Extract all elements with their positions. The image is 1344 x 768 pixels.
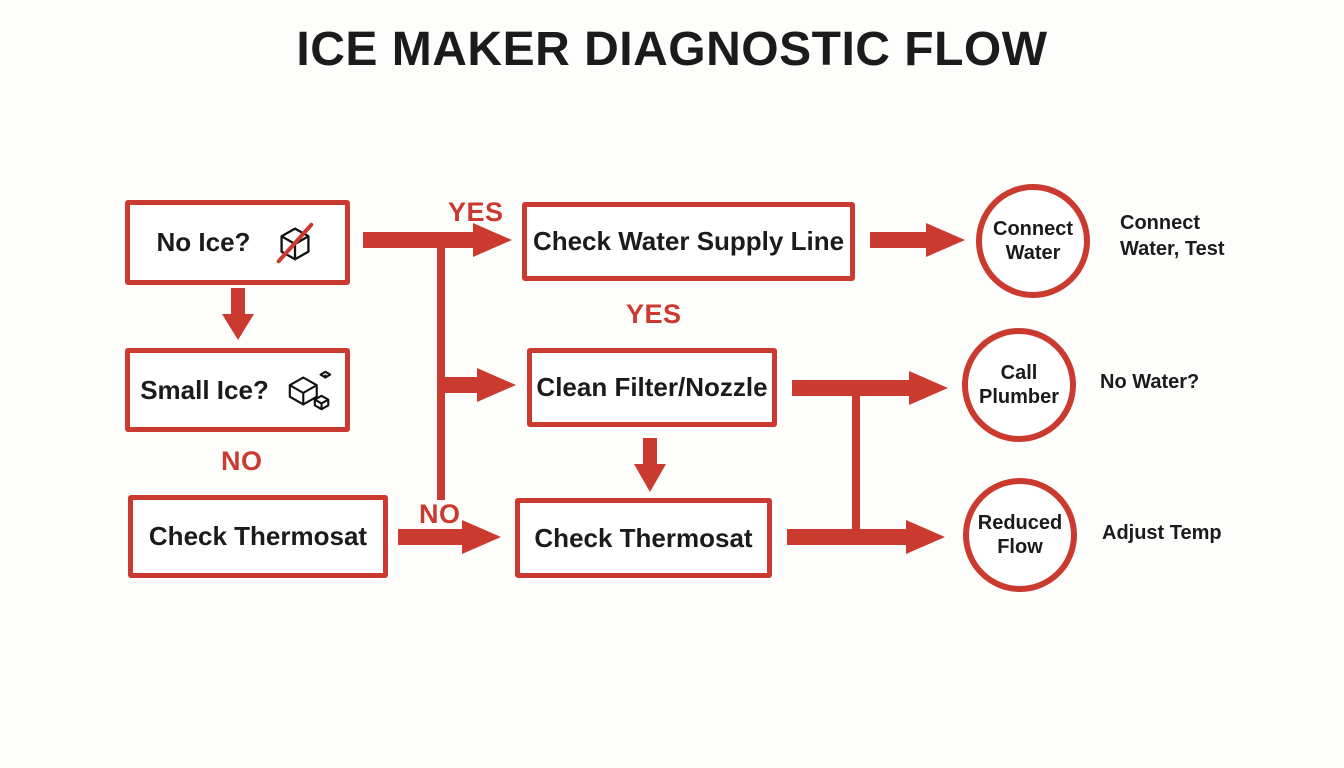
terminal-call-plumber: Call Plumber (962, 328, 1076, 442)
node-check-water-supply-line: Check Water Supply Line (522, 202, 855, 281)
annotation-adjust-temp: Adjust Temp (1102, 520, 1222, 546)
crossed-ice-cube-icon (277, 222, 314, 263)
annotation-connect-water-test-line1: Connect (1120, 212, 1200, 234)
node-small-ice-label: Small Ice? (140, 374, 269, 405)
annotation-adjust-temp-line1: Adjust Temp (1102, 522, 1222, 544)
node-clean-filter-nozzle: Clean Filter/Nozzle (527, 348, 777, 427)
node-check-thermostat-left-label: Check Thermosat (148, 521, 368, 551)
node-no-ice-label: No Ice? (156, 227, 251, 257)
node-check-thermostat-left: Check Thermosat (128, 495, 388, 578)
branch-line-right-vertical (852, 381, 860, 545)
arrow-clean-filter-down-to-thermostat (634, 438, 666, 492)
node-check-thermostat-middle-label: Check Thermosat (534, 522, 753, 553)
annotation-connect-water-test-line2: Water, Test (1120, 238, 1225, 260)
annotation-no-water-line1: No Water? (1100, 371, 1200, 393)
node-small-ice: Small Ice? (125, 348, 350, 432)
annotation-connect-water-test: Connect Water, Test (1120, 210, 1224, 262)
arrow-check-water-to-connect-water (870, 223, 965, 257)
branch-line-left-vertical (437, 240, 445, 500)
diagram-title: ICE MAKER DIAGNOSTIC FLOW (296, 23, 1048, 76)
arrow-branch-to-clean-filter (441, 368, 516, 402)
arrow-thermostat-to-reduced-flow (787, 520, 945, 554)
edge-label-yes-middle: YES (626, 299, 682, 329)
annotation-no-water: No Water? (1100, 369, 1199, 395)
node-clean-filter-nozzle-label: Clean Filter/Nozzle (536, 372, 768, 402)
terminal-reduced-flow: Reduced Flow (963, 478, 1077, 592)
edge-label-no-middle: NO (419, 499, 461, 529)
large-and-small-ice-cubes-icon (288, 370, 332, 411)
arrow-thermostat-left-to-middle (398, 520, 501, 554)
edge-label-yes-top: YES (448, 197, 504, 227)
arrow-no-ice-down-to-small-ice (222, 288, 254, 340)
arrow-clean-filter-to-call-plumber (792, 371, 948, 405)
node-check-thermostat-middle: Check Thermosat (515, 498, 772, 578)
terminal-call-plumber-line1: Call (1000, 362, 1038, 384)
terminal-reduced-flow-line2: Flow (997, 536, 1043, 558)
node-no-ice: No Ice? (125, 200, 350, 285)
node-check-water-supply-line-label: Check Water Supply Line (532, 226, 845, 256)
terminal-connect-water-line2: Water (1005, 242, 1061, 264)
terminal-connect-water: Connect Water (976, 184, 1090, 298)
terminal-reduced-flow-line1: Reduced (977, 512, 1063, 534)
terminal-connect-water-line1: Connect (993, 218, 1073, 240)
terminal-call-plumber-line2: Plumber (978, 386, 1060, 408)
edge-label-no-below-small-ice: NO (221, 446, 263, 476)
